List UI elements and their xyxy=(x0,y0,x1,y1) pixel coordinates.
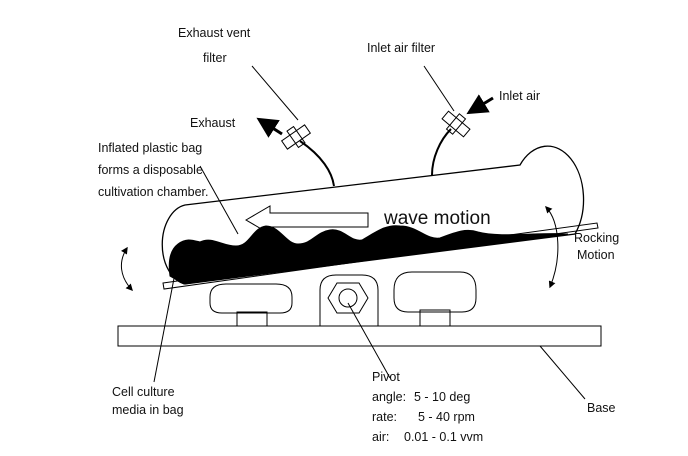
exhaust-vent-filter xyxy=(280,124,312,150)
inlet-filter-leader xyxy=(423,65,455,112)
bag-label-3: cultivation chamber. xyxy=(98,185,208,199)
rocking-label-1: Rocking xyxy=(574,231,619,245)
base-label: Base xyxy=(587,401,616,415)
pivot-leader xyxy=(347,302,391,379)
bag-leader xyxy=(199,165,239,235)
media-label-1: Cell culture xyxy=(112,385,175,399)
media-label-2: media in bag xyxy=(112,403,184,417)
bag-label-1: Inflated plastic bag xyxy=(98,141,202,155)
inlet-air-filter-label: Inlet air filter xyxy=(367,41,435,55)
exhaust-label: Exhaust xyxy=(190,116,236,130)
exhaust-vent-filter-label-2: filter xyxy=(203,51,227,65)
right-support xyxy=(393,271,477,327)
bag-label-2: forms a disposable xyxy=(98,163,203,177)
inlet-air-label: Inlet air xyxy=(499,89,540,103)
pivot xyxy=(319,274,379,327)
inlet-air-filter xyxy=(441,110,471,138)
angle-value: 5 - 10 deg xyxy=(414,390,470,404)
inlet-air-arrow xyxy=(466,94,494,115)
exhaust-vent-filter-label-1: Exhaust vent xyxy=(178,26,251,40)
base-plate xyxy=(117,325,602,347)
pivot-label: Pivot xyxy=(372,370,400,384)
culture-media xyxy=(168,225,569,285)
exhaust-arrow xyxy=(256,117,283,138)
air-value: 0.01 - 0.1 vvm xyxy=(404,430,483,444)
right-rocking-arrow xyxy=(545,205,559,289)
cultivation-bag xyxy=(161,145,585,285)
media-leader xyxy=(153,267,177,383)
rate-label: rate: xyxy=(372,410,397,424)
air-label: air: xyxy=(372,430,389,444)
rate-value: 5 - 40 rpm xyxy=(418,410,475,424)
exhaust-tube xyxy=(299,140,335,187)
left-support xyxy=(209,283,293,327)
base-leader xyxy=(539,345,586,400)
wave-motion-label: wave motion xyxy=(383,208,491,229)
angle-label: angle: xyxy=(372,390,406,404)
exhaust-filter-leader xyxy=(251,65,299,121)
wave-motion-arrow xyxy=(245,205,369,235)
rocking-label-2: Motion xyxy=(577,248,615,262)
inlet-tube xyxy=(431,128,452,176)
left-rocking-arrow xyxy=(120,246,133,292)
